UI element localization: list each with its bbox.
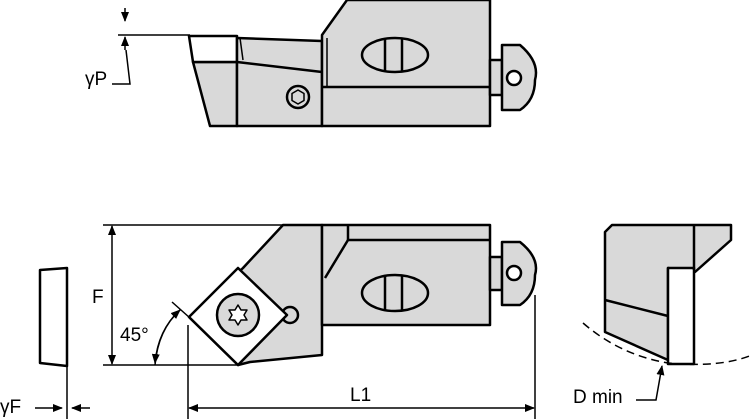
gamma-p-label: γP [85,69,108,90]
l1-dimension-label: L1 [350,385,372,406]
top-view-oval-slot [360,36,430,74]
d-min-arc [582,322,752,366]
f-dimension-label: F [92,287,104,308]
front-view-oval-slot [360,273,430,313]
angle-label: 45° [120,325,149,346]
torx-icon [228,304,248,326]
insert-side-view [38,266,69,368]
gamma-f-label: γF [0,397,22,418]
end-view-insert [666,266,696,366]
dimensions [35,8,665,419]
hex-screw-icon [285,84,311,110]
d-min-label: D min [573,387,623,408]
top-view-clamp [235,36,324,128]
top-view [118,0,538,128]
front-view [187,223,538,367]
top-view-insert [187,34,239,64]
end-view [582,223,752,366]
top-view-insert-body [191,60,239,128]
